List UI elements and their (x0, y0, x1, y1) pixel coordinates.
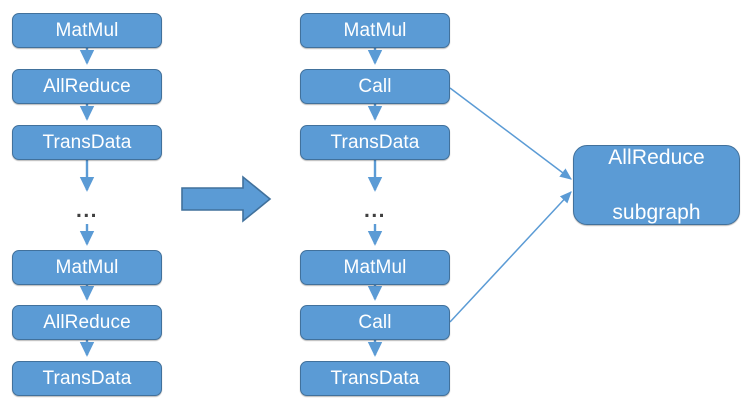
node-matmul-right-top[interactable]: MatMul (300, 13, 450, 48)
edge-call-bottom-subgraph (449, 191, 572, 323)
call-to-subgraph-connectors (449, 87, 572, 323)
node-allreduce-subgraph[interactable]: AllReduce subgraph (573, 145, 740, 225)
edge-call-top-subgraph (449, 87, 572, 180)
node-matmul-left-top[interactable]: MatMul (12, 13, 162, 48)
node-transdata-right-top[interactable]: TransData (300, 125, 450, 160)
ellipsis-left: ... (75, 198, 98, 222)
node-allreduce-subgraph-label: AllReduce subgraph (574, 117, 739, 253)
node-matmul-right-bottom[interactable]: MatMul (300, 250, 450, 285)
ellipsis-right: ... (363, 198, 386, 222)
node-matmul-left-bottom[interactable]: MatMul (12, 250, 162, 285)
node-transdata-left-top[interactable]: TransData (12, 125, 162, 160)
subgraph-label-line2: subgraph (612, 200, 701, 224)
subgraph-label-line1: AllReduce (608, 146, 705, 170)
node-transdata-right-bottom[interactable]: TransData (300, 361, 450, 396)
node-call-right-bottom[interactable]: Call (300, 305, 450, 340)
transform-arrow-shape (181, 175, 272, 223)
node-allreduce-left-top[interactable]: AllReduce (12, 69, 162, 104)
node-call-right-top[interactable]: Call (300, 69, 450, 104)
node-transdata-left-bottom[interactable]: TransData (12, 361, 162, 396)
node-allreduce-left-bottom[interactable]: AllReduce (12, 305, 162, 340)
